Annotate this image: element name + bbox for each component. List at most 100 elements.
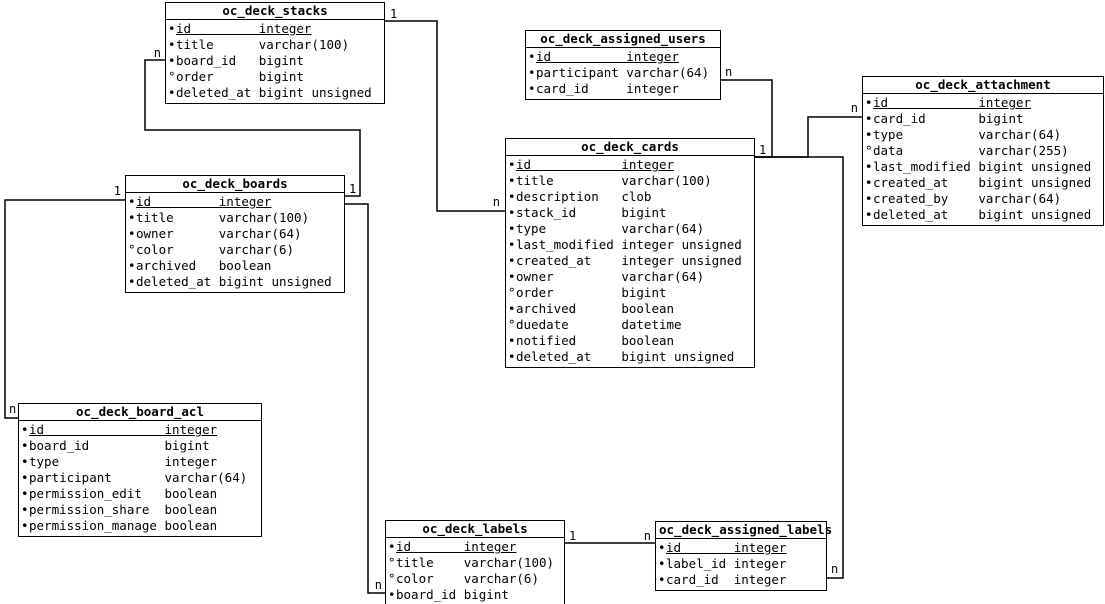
field-bullet-icon: • — [128, 210, 136, 225]
field-text: stack_id bigint — [516, 205, 667, 220]
field-bullet-icon: • — [528, 81, 536, 96]
field-text: permission_share boolean — [29, 502, 218, 517]
field-text: archived boolean — [136, 258, 272, 273]
field-text: created_by varchar(64) — [873, 191, 1062, 206]
field-row: °duedate datetime — [508, 317, 752, 333]
primary-key-field: id integer — [536, 49, 679, 64]
relation-boards-acl-from-label: 1 — [114, 184, 121, 198]
field-row: •created_at integer unsigned — [508, 253, 752, 269]
field-text: last_modified bigint unsigned — [873, 159, 1092, 174]
entity-oc-deck-labels: oc_deck_labels •id integer°title varchar… — [385, 520, 565, 604]
field-row: •card_id integer — [528, 81, 718, 97]
field-bullet-icon: • — [508, 333, 516, 348]
field-text: archived boolean — [516, 301, 675, 316]
field-bullet-icon: • — [21, 518, 29, 533]
field-text: owner varchar(64) — [516, 269, 705, 284]
field-row: •participant varchar(64) — [21, 470, 259, 486]
relation-labels-assigned-labels-from-label: 1 — [569, 529, 576, 543]
nullable-bullet-icon: ° — [388, 571, 396, 586]
relation-boards-acl-line — [4, 199, 125, 419]
field-text: title varchar(100) — [396, 555, 555, 570]
field-text: owner varchar(64) — [136, 226, 302, 241]
field-bullet-icon: • — [21, 454, 29, 469]
relation-boards-acl-to-label: n — [9, 402, 16, 416]
field-row: •permission_share boolean — [21, 502, 259, 518]
field-text: title varchar(100) — [176, 37, 350, 52]
field-text: description clob — [516, 189, 652, 204]
entity-oc-deck-cards: oc_deck_cards •id integer•title varchar(… — [505, 138, 755, 368]
field-row: •title varchar(100) — [168, 37, 382, 53]
relation-cards-assigned-users-to-label: n — [725, 65, 732, 79]
field-bullet-icon: • — [528, 65, 536, 80]
field-bullet-icon: • — [388, 587, 396, 602]
field-bullet-icon: • — [508, 189, 516, 204]
field-bullet-icon: • — [865, 175, 873, 190]
entity-fields: •id integer•title varchar(100)•owner var… — [126, 193, 344, 292]
field-row: •participant varchar(64) — [528, 65, 718, 81]
field-text: board_id bigint — [29, 438, 210, 453]
nullable-bullet-icon: ° — [388, 555, 396, 570]
field-text: participant varchar(64) — [536, 65, 710, 80]
field-text: board_id bigint — [396, 587, 509, 602]
field-text: permission_manage boolean — [29, 518, 218, 533]
field-row: •id integer — [658, 540, 824, 556]
entity-fields: •id integer•title varchar(100)•board_id … — [166, 20, 384, 103]
entity-fields: •id integer•title varchar(100)•descripti… — [506, 156, 754, 367]
entity-fields: •id integer•board_id bigint•type integer… — [19, 421, 261, 536]
nullable-bullet-icon: ° — [508, 285, 516, 300]
field-text: duedate datetime — [516, 317, 682, 332]
field-text: deleted_at bigint unsigned — [176, 85, 372, 100]
field-bullet-icon: • — [865, 95, 873, 110]
field-row: °color varchar(6) — [128, 242, 342, 258]
field-row: •type varchar(64) — [865, 127, 1101, 143]
field-row: •permission_manage boolean — [21, 518, 259, 534]
field-bullet-icon: • — [508, 269, 516, 284]
field-row: •label_id integer — [658, 556, 824, 572]
field-bullet-icon: • — [21, 422, 29, 437]
primary-key-field: id integer — [29, 422, 218, 437]
entity-fields: •id integer•label_id integer•card_id int… — [656, 539, 826, 590]
field-row: •title varchar(100) — [128, 210, 342, 226]
field-bullet-icon: • — [168, 85, 176, 100]
entity-title: oc_deck_board_acl — [19, 404, 261, 421]
field-row: •archived boolean — [508, 301, 752, 317]
field-bullet-icon: • — [168, 21, 176, 36]
field-bullet-icon: • — [128, 274, 136, 289]
primary-key-field: id integer — [666, 540, 787, 555]
primary-key-field: id integer — [873, 95, 1032, 110]
field-text: type integer — [29, 454, 218, 469]
field-row: •owner varchar(64) — [128, 226, 342, 242]
nullable-bullet-icon: ° — [865, 143, 873, 158]
relation-cards-attachment-to-label: n — [851, 101, 858, 115]
field-row: °order bigint — [168, 69, 382, 85]
field-row: •type integer — [21, 454, 259, 470]
field-text: color varchar(6) — [136, 242, 295, 257]
field-row: •stack_id bigint — [508, 205, 752, 221]
primary-key-field: id integer — [396, 539, 517, 554]
field-text: title varchar(100) — [516, 173, 712, 188]
field-row: •id integer — [508, 157, 752, 173]
field-row: •permission_edit boolean — [21, 486, 259, 502]
field-text: last_modified integer unsigned — [516, 237, 742, 252]
field-row: °data varchar(255) — [865, 143, 1101, 159]
relation-boards-stacks-to-label: n — [154, 46, 161, 60]
entity-title: oc_deck_attachment — [863, 77, 1103, 94]
field-row: •id integer — [528, 49, 718, 65]
field-bullet-icon: • — [658, 572, 666, 587]
relation-stacks-cards-to-label: n — [493, 195, 500, 209]
nullable-bullet-icon: ° — [168, 69, 176, 84]
field-row: •deleted_at bigint unsigned — [168, 85, 382, 101]
entity-title: oc_deck_labels — [386, 521, 564, 538]
relation-cards-assigned-labels-line — [755, 156, 844, 579]
entity-oc-deck-attachment: oc_deck_attachment •id integer•card_id b… — [862, 76, 1104, 226]
entity-title: oc_deck_assigned_labels — [656, 522, 832, 539]
field-row: •notified boolean — [508, 333, 752, 349]
field-row: °title varchar(100) — [388, 555, 562, 571]
field-bullet-icon: • — [128, 258, 136, 273]
field-bullet-icon: • — [508, 237, 516, 252]
field-row: •title varchar(100) — [508, 173, 752, 189]
field-row: •description clob — [508, 189, 752, 205]
field-row: •created_at bigint unsigned — [865, 175, 1101, 191]
field-text: order bigint — [176, 69, 304, 84]
